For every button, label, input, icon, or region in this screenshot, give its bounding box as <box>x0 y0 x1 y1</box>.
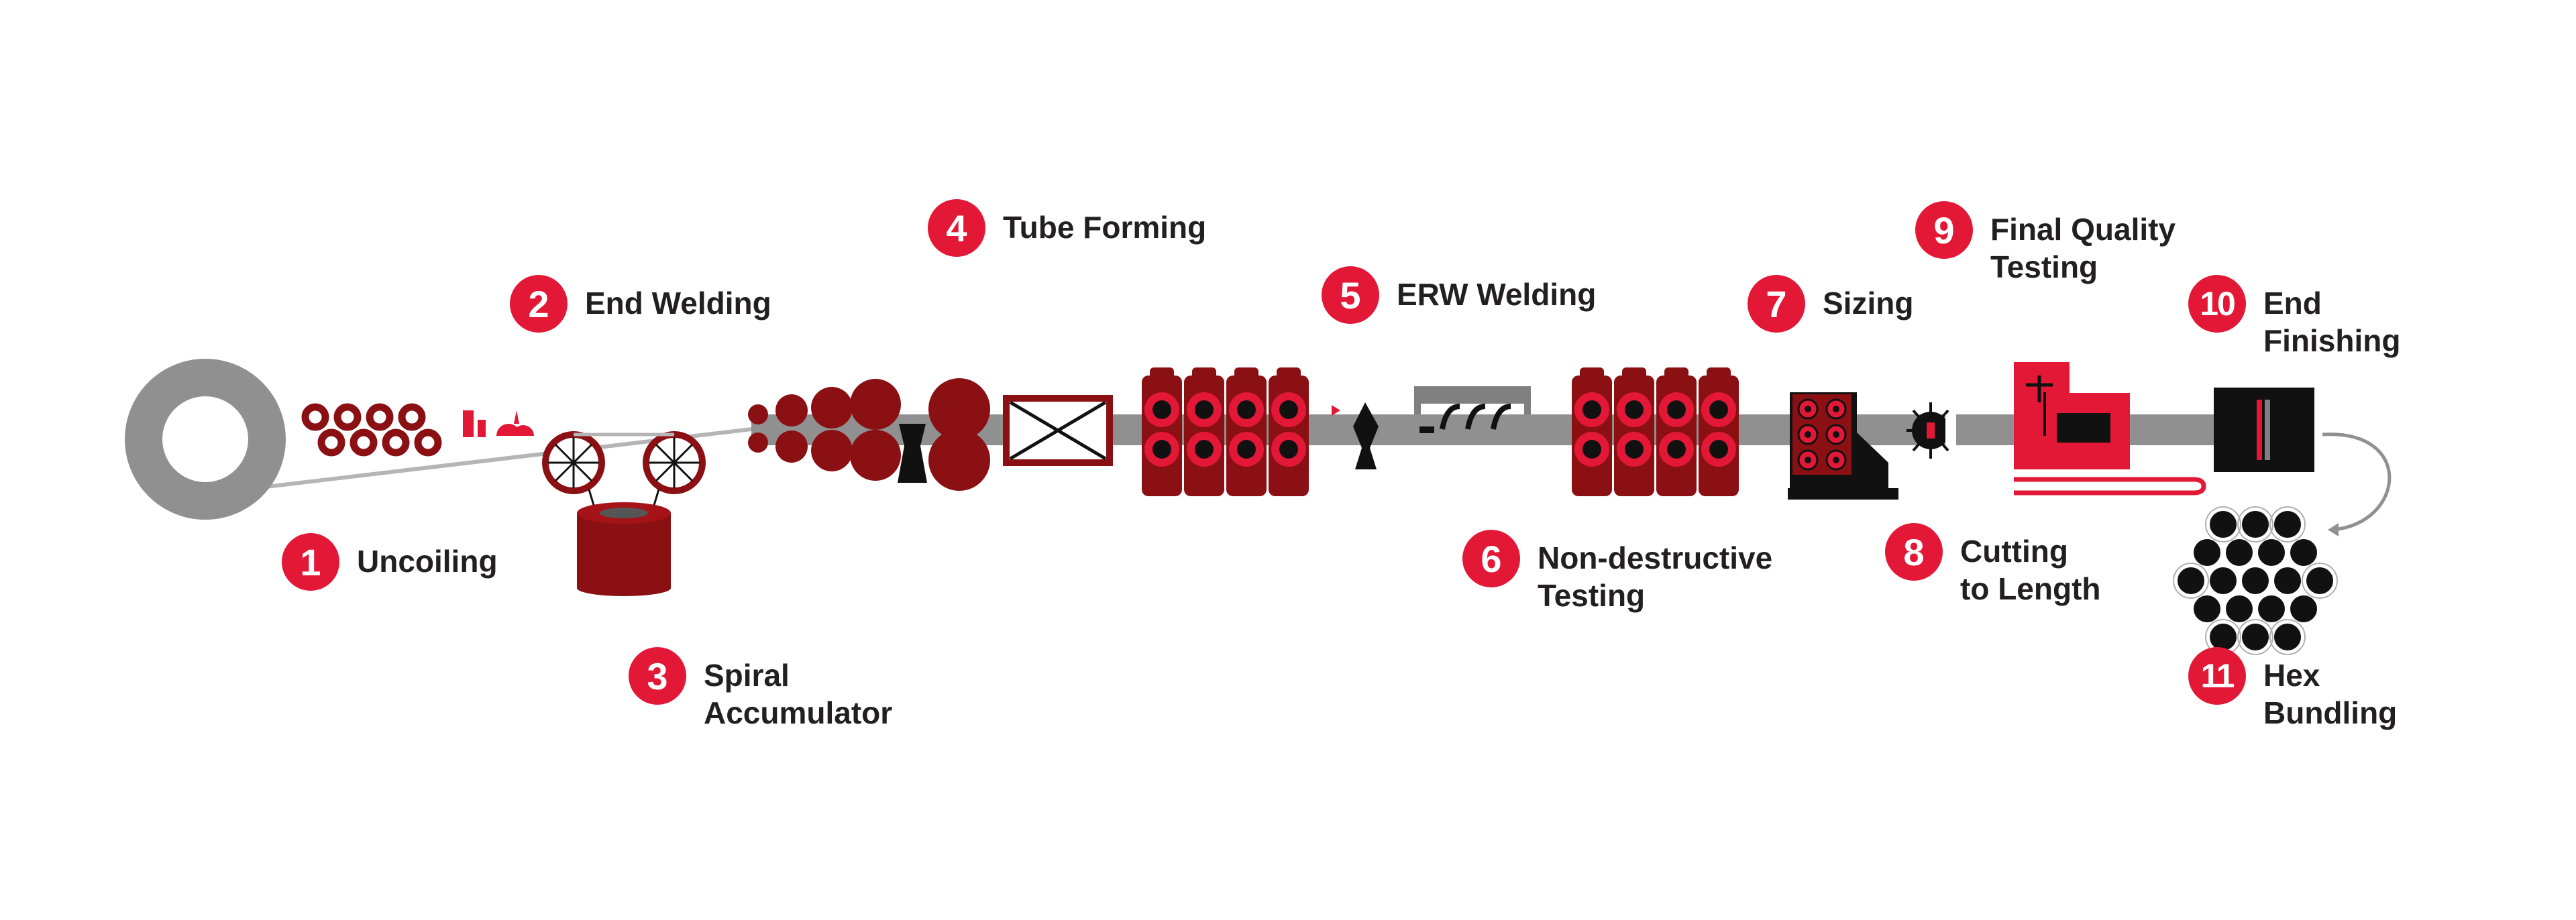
step-label-line1: Final Quality <box>1990 212 2176 247</box>
curved-arrow-icon <box>2322 433 2392 532</box>
step-label: Non-destructive Testing <box>1538 530 1772 614</box>
roll-stands-icon-a <box>1142 367 1309 496</box>
quality-testing-machine-icon <box>2014 362 2206 496</box>
step-number-badge: 9 <box>1915 201 1973 259</box>
accumulator-wheel-icon-left <box>542 431 605 494</box>
step-label: Spiral Accumulator <box>704 647 892 732</box>
step-number-badge: 7 <box>1748 275 1805 333</box>
step-label-line2: Testing <box>1990 249 2098 284</box>
step-label-line2: to Length <box>1960 571 2101 606</box>
weld-squeeze-roll-icon <box>1332 402 1379 469</box>
roll-stands-icon-b <box>1572 367 1739 496</box>
step-label-line1: End Welding <box>585 286 771 321</box>
roll-stand <box>1226 367 1267 496</box>
coil-icon <box>125 359 286 520</box>
end-welder-icon <box>463 410 534 437</box>
accumulator-wheel-icon-right <box>643 431 706 494</box>
step-label: Hex Bundling <box>2263 647 2397 732</box>
step-4-tube-forming: 4 Tube Forming <box>928 199 1206 257</box>
step-label-line1: Tube Forming <box>1003 210 1207 245</box>
step-6-non-destructive-testing: 6 Non-destructive Testing <box>1462 530 1772 614</box>
roll-stand <box>1614 367 1654 496</box>
step-label-line1: Spiral <box>704 658 790 693</box>
step-11-hex-bundling: 11 Hex Bundling <box>2188 647 2397 732</box>
step-label: Tube Forming <box>1003 199 1206 246</box>
step-label-line1: Cutting <box>1960 534 2068 569</box>
step-label-line1: End <box>2263 286 2322 321</box>
step-label-line1: Hex <box>2263 658 2320 693</box>
step-1-uncoiling: 1 Uncoiling <box>282 533 498 591</box>
step-label-line1: ERW Welding <box>1397 277 1597 312</box>
roll-stand <box>1699 367 1739 496</box>
step-2-end-welding: 2 End Welding <box>510 275 771 333</box>
hex-bundle-icon <box>2174 507 2337 654</box>
step-number-badge: 6 <box>1462 530 1520 587</box>
step-label-line2: Testing <box>1538 578 1646 613</box>
roll-stand <box>1184 367 1224 496</box>
step-number-badge: 1 <box>282 533 339 591</box>
step-number-badge: 3 <box>629 647 686 705</box>
step-number-badge: 11 <box>2188 647 2246 705</box>
step-label-line2: Accumulator <box>704 695 893 730</box>
spiral-accumulator-drum-icon <box>577 502 671 596</box>
straightener-rolls-icon <box>301 403 442 457</box>
step-label: Uncoiling <box>357 533 498 580</box>
cutoff-saw-icon <box>1907 402 1955 459</box>
step-3-spiral-accumulator: 3 Spiral Accumulator <box>629 647 892 732</box>
roll-stand <box>1572 367 1612 496</box>
step-label: ERW Welding <box>1397 266 1596 313</box>
step-7-sizing: 7 Sizing <box>1748 275 1913 333</box>
step-label-line2: Finishing <box>2263 323 2401 358</box>
roll-stand <box>1269 367 1309 496</box>
step-label-line1: Sizing <box>1823 286 1914 321</box>
end-finishing-machine-icon <box>2214 388 2314 472</box>
step-label: Cutting to Length <box>1960 523 2101 608</box>
step-number-badge: 2 <box>510 275 568 333</box>
forming-rolls-icon <box>748 378 990 491</box>
step-number-badge: 5 <box>1322 266 1379 324</box>
step-8-cutting-to-length: 8 Cutting to Length <box>1885 523 2101 608</box>
roll-stand <box>1656 367 1697 496</box>
roll-stand <box>1142 367 1182 496</box>
step-label-line1: Non-destructive <box>1538 540 1773 575</box>
step-label-line2: Bundling <box>2263 695 2398 730</box>
sizing-machine-icon <box>1788 392 1898 500</box>
step-9-final-quality-testing: 9 Final Quality Testing <box>1915 201 2176 286</box>
forming-stand-box-icon <box>1003 395 1113 466</box>
step-label-line1: Uncoiling <box>357 544 498 579</box>
step-number-badge: 4 <box>928 199 985 257</box>
step-label: Sizing <box>1823 275 1913 322</box>
step-5-erw-welding: 5 ERW Welding <box>1322 266 1596 324</box>
step-label: End Welding <box>585 275 771 322</box>
step-10-end-finishing: 10 End Finishing <box>2188 275 2400 359</box>
step-label: Final Quality Testing <box>1990 201 2176 286</box>
step-number-badge: 10 <box>2188 275 2246 333</box>
hex-bundle-outline <box>2173 506 2338 655</box>
erw-weld-coil-icon <box>1414 386 1531 433</box>
step-number-badge: 8 <box>1885 523 1943 581</box>
fin-pass-roll-icon <box>898 424 927 483</box>
step-label: End Finishing <box>2263 275 2400 359</box>
